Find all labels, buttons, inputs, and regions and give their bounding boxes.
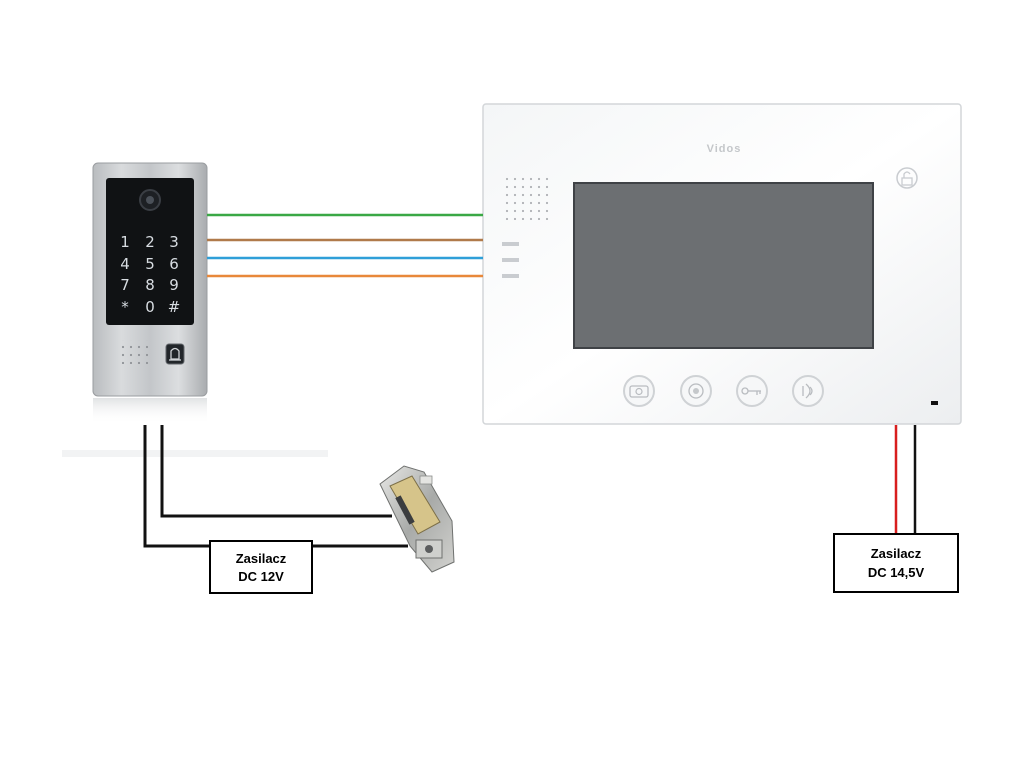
talk-icon xyxy=(802,383,813,399)
unlock-key-button[interactable] xyxy=(736,375,768,407)
monitor-icon xyxy=(688,383,704,399)
call-bell-icon xyxy=(169,347,181,361)
monitor-brand: Vidos xyxy=(707,143,742,155)
unlock-key-icon xyxy=(741,387,761,395)
panel-speaker-grille xyxy=(118,340,148,364)
keypad-key[interactable]: * xyxy=(121,298,129,316)
padlock-icon[interactable] xyxy=(896,167,918,189)
keypad-key[interactable]: 7 xyxy=(120,276,130,294)
psu-14-5v-box xyxy=(833,533,959,593)
wire-panel-psu xyxy=(143,425,210,548)
keypad-key[interactable]: 1 xyxy=(120,233,130,251)
keypad-key[interactable]: 9 xyxy=(169,276,179,294)
panel-keypad-glass xyxy=(106,178,194,325)
keypad-key[interactable]: 2 xyxy=(145,233,155,251)
video-monitor: Vidos xyxy=(482,103,962,425)
psu-12v-box xyxy=(209,540,313,594)
monitor-button[interactable] xyxy=(680,375,712,407)
psu-12v-line2: DC 12V xyxy=(238,569,284,584)
power-led xyxy=(931,401,938,405)
panel-reflection xyxy=(93,398,207,424)
psu-12v-line1: Zasilacz xyxy=(236,551,287,566)
keypad-key[interactable]: 6 xyxy=(169,255,179,273)
indicator-leds xyxy=(502,242,519,278)
floor-shadow xyxy=(62,450,328,457)
monitor-speaker-grille xyxy=(502,174,550,220)
keypad-key[interactable]: 8 xyxy=(145,276,155,294)
wire-panel-lock-a xyxy=(160,425,392,518)
monitor-power-wires xyxy=(894,425,917,534)
psu-12v: Zasilacz DC 12V xyxy=(209,540,313,594)
call-button[interactable] xyxy=(165,343,185,365)
camera-lens-core xyxy=(146,196,154,204)
psu-14-5v: Zasilacz DC 14,5V xyxy=(833,533,959,593)
talk-button[interactable] xyxy=(792,375,824,407)
psu-14-5v-line2: DC 14,5V xyxy=(868,565,925,580)
camera-icon xyxy=(629,385,649,398)
keypad-key[interactable]: 5 xyxy=(145,255,155,273)
camera-button[interactable] xyxy=(623,375,655,407)
monitor-screen xyxy=(573,182,874,349)
keypad-key[interactable]: 0 xyxy=(145,298,155,316)
psu-14-5v-line1: Zasilacz xyxy=(871,546,922,561)
keypad-key[interactable]: # xyxy=(168,298,181,316)
keypad-key[interactable]: 4 xyxy=(120,255,130,273)
keypad-key[interactable]: 3 xyxy=(169,233,179,251)
bus-wires xyxy=(207,213,483,278)
electric-strike-lock xyxy=(379,465,455,573)
lock-wires xyxy=(143,425,408,548)
